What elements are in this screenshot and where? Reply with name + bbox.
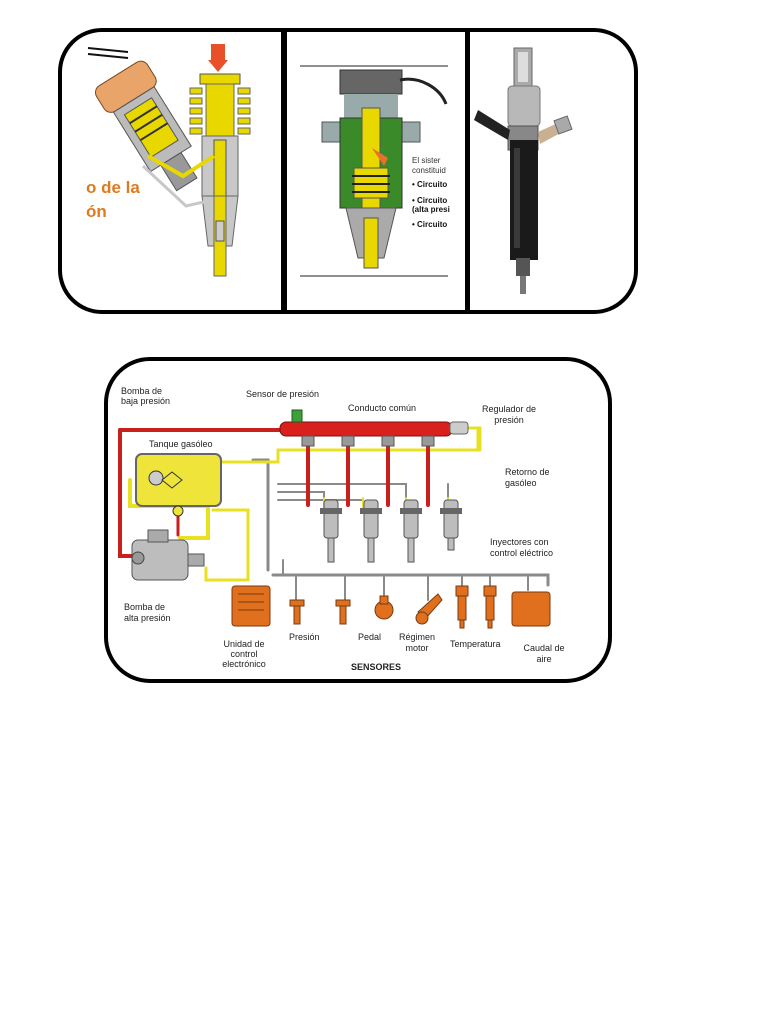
- pump-injector-cutaway-image: [300, 65, 448, 277]
- label-sensor-rpm-2: motor: [405, 643, 429, 653]
- label-regulator-2: presión: [494, 415, 524, 425]
- label-high-pump-1: Bomba de: [124, 602, 166, 612]
- mid-text-line-2: constituid: [412, 166, 446, 175]
- unit-injector-cutaway-image: [87, 44, 251, 277]
- label-low-pump-1: Bomba de: [121, 386, 163, 396]
- label-low-pump-2: baja presión: [121, 396, 171, 406]
- label-tank: Tanque gasóleo: [149, 439, 213, 449]
- label-return-2: gasóleo: [505, 478, 537, 488]
- label-return-1: Retorno de: [505, 467, 550, 477]
- label-sensor-pedal: Pedal: [358, 632, 382, 642]
- cut-title-line-2: ón: [86, 202, 107, 221]
- mid-bullet-2b: (alta presi: [412, 205, 450, 214]
- label-injectors-2: control eléctrico: [490, 548, 554, 558]
- label-ecu-2: control: [230, 649, 258, 659]
- cut-title-line-1: o de la: [86, 178, 140, 197]
- top-panel-divider-2: [465, 30, 470, 310]
- label-sensor-pressure: Presión: [289, 632, 320, 642]
- mid-bullet-3: • Circuito: [412, 220, 448, 229]
- label-sensor-air-1: Caudal de: [523, 643, 565, 653]
- top-panel-divider-1: [281, 30, 287, 314]
- label-sensors-title: SENSORES: [351, 662, 402, 672]
- label-common-rail: Conducto común: [348, 403, 417, 413]
- label-sensor-temp: Temperatura: [450, 639, 501, 649]
- label-injectors-1: Inyectores con: [490, 537, 549, 547]
- mid-bullet-2a: • Circuito: [412, 196, 448, 205]
- label-pressure-sensor: Sensor de presión: [246, 389, 320, 399]
- label-sensor-rpm-1: Régimen: [398, 632, 436, 642]
- mid-text-line-1: El sister: [412, 156, 441, 165]
- electronic-injector-image: [474, 47, 573, 294]
- label-high-pump-2: alta presión: [124, 613, 171, 623]
- label-ecu-3: electrónico: [222, 659, 266, 669]
- label-ecu-1: Unidad de: [223, 639, 265, 649]
- label-regulator-1: Regulador de: [481, 404, 537, 414]
- diagram-panel: [104, 357, 612, 683]
- common-rail-diagram: [118, 409, 551, 629]
- mid-bullet-1: • Circuito: [412, 180, 448, 189]
- label-sensor-air-2: aire: [536, 654, 552, 664]
